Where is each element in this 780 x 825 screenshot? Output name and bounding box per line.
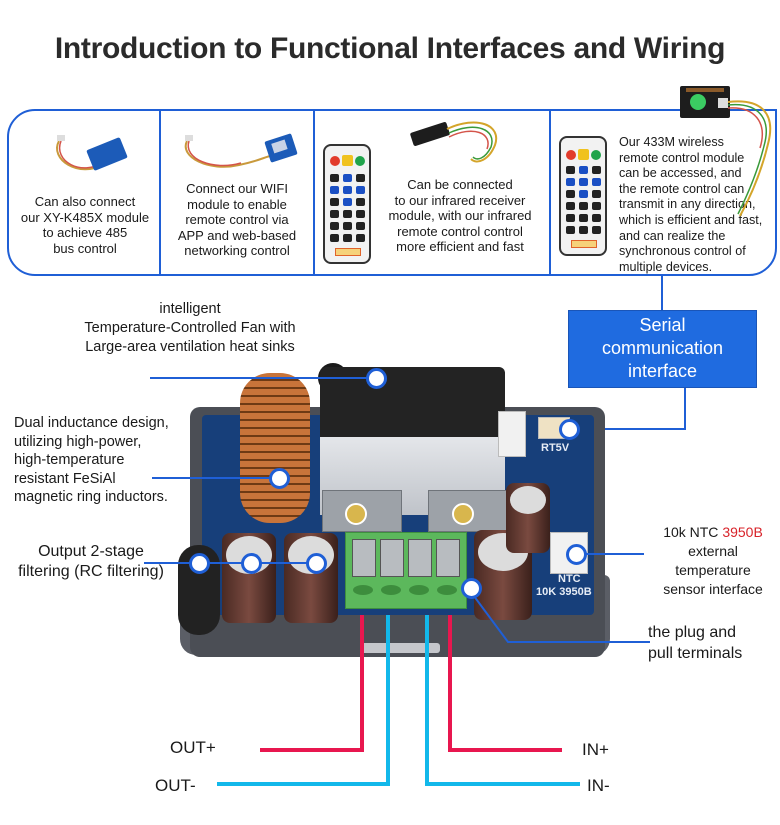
wire-in-minus [425,615,429,786]
callout-inductor-line [152,477,280,479]
serial-connector-line [684,388,686,429]
capacitor [506,483,550,553]
wire-out-plus [360,615,364,752]
callout-serial-dot [559,419,580,440]
label-out-minus: OUT- [155,776,196,795]
wireless-433m-remote-icon [559,136,607,256]
screw [345,503,367,525]
label-in-plus: IN+ [582,740,609,759]
terminal-block [345,532,467,609]
callout-ntc-line [578,553,644,555]
callout-filter-dot [306,553,327,574]
panel-divider [549,111,551,274]
callout-filter-text: Output 2-stage filtering (RC filtering) [18,543,164,580]
callout-terminals-dot [461,578,482,599]
case-tab [360,643,440,653]
capacitor [222,533,276,623]
page-title: Introduction to Functional Interfaces an… [54,32,726,65]
silkscreen-ntc-value: 10K 3950B [536,586,592,598]
label-out-plus: OUT+ [170,738,216,757]
silkscreen-rt5v: RT5V [541,442,570,454]
callout-ntc-dot [566,544,587,565]
wireless-433m-module-icon [672,84,780,224]
infrared-receiver-icon [407,115,507,175]
panel-divider [313,111,315,274]
inductor-coil [240,373,310,523]
capacitor [284,533,338,623]
callout-terminals-line [467,587,650,643]
callout-ntc-text: 10k NTC 3950B external temperature senso… [663,524,763,597]
wire-in-plus [448,615,452,752]
wire-out-plus [260,748,364,752]
wire-in-minus [425,782,580,786]
callout-filter-line [144,562,324,564]
wire-out-minus [386,615,390,786]
callout-filter-dot [189,553,210,574]
infrared-remote-icon [323,144,371,264]
serial-communication-interface-label: Serial communication interface [568,310,757,388]
fan-connector [498,411,526,457]
serial-connector-line [578,428,686,430]
wifi-module-icon [179,127,299,177]
serial-connector-line [661,276,663,310]
ntc-highlight: 3950B [722,524,763,540]
callout-inductor-dot [269,468,290,489]
silkscreen-ntc: NTC [558,573,581,585]
callout-fan-text: intelligent Temperature-Controlled Fan w… [84,301,296,355]
callout-fan-line [150,377,375,379]
wire-out-minus [217,782,390,786]
label-in-minus: IN- [587,776,610,795]
wire-in-plus [448,748,562,752]
callout-fan-dot [366,368,387,389]
rs485-module-icon [49,129,129,179]
dc-converter-module-image: RT5V NTC 10K 3950B [178,363,610,665]
callout-inductor-text: Dual inductance design, utilizing high-p… [14,415,169,505]
panel-divider [159,111,161,274]
callout-terminals-text: the plug and pull terminals [648,624,743,662]
screw [452,503,474,525]
callout-filter-dot [241,553,262,574]
